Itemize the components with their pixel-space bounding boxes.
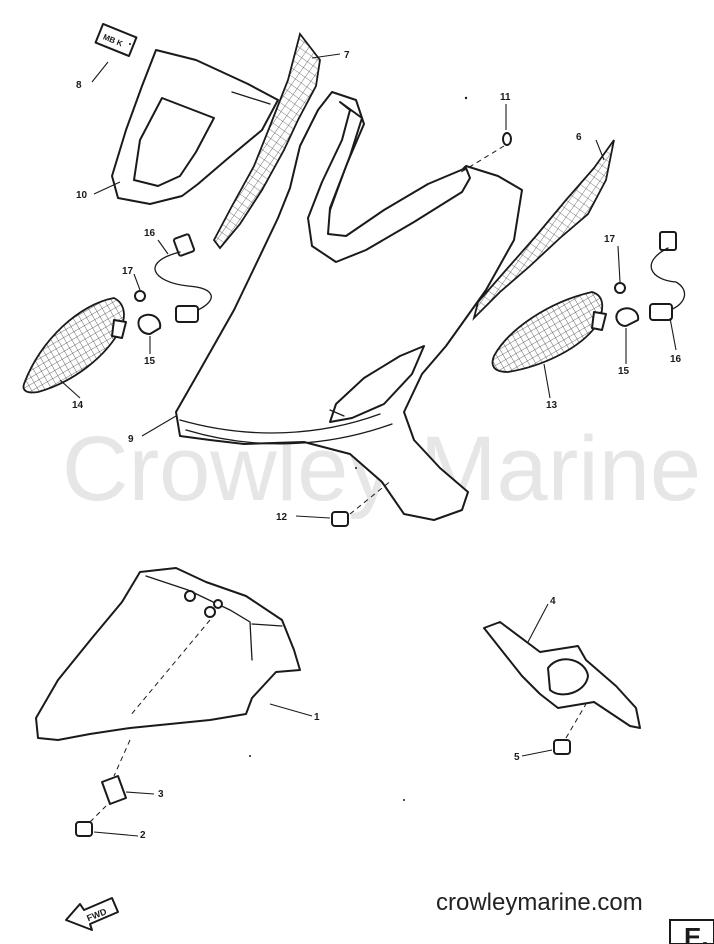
fwd-arrow: FWD [65, 897, 119, 931]
part-11-grommet [457, 132, 512, 175]
callout-8: 8 [76, 80, 82, 91]
part-15-bulb-right [615, 307, 640, 327]
leader-lines [59, 53, 677, 837]
page-tag-text: E. [684, 922, 709, 944]
page-tag: E. [669, 919, 714, 944]
part-2-bolt [75, 805, 107, 837]
part-12-bolt [331, 479, 393, 527]
callout-15-right: 15 [618, 366, 630, 377]
part-8-label: MB K [94, 22, 138, 58]
callout-15-left: 15 [144, 356, 156, 367]
callout-10: 10 [76, 190, 88, 201]
callout-11: 11 [500, 92, 511, 103]
part-16-harness-right [649, 231, 686, 321]
callout-17-right: 17 [604, 234, 616, 245]
callout-3: 3 [158, 789, 164, 800]
part-16-harness-left [154, 233, 212, 323]
part-1-front-fender [35, 567, 301, 741]
callout-16-left: 16 [144, 228, 156, 239]
callout-5: 5 [514, 752, 520, 763]
site-url: crowleymarine.com [436, 889, 643, 916]
part-7-side-cover [212, 31, 321, 250]
part-9-front-cover [175, 91, 523, 521]
part-6-side-cover [472, 139, 615, 321]
callout-13: 13 [546, 400, 558, 411]
callout-17-left: 17 [122, 266, 134, 277]
part-17-screw-left [134, 290, 146, 302]
part-3-collar [101, 739, 131, 805]
part-4-bracket [483, 621, 641, 729]
callout-4: 4 [550, 596, 556, 607]
part-17-screw-right [614, 282, 626, 294]
callout-16-right: 16 [670, 354, 682, 365]
part-14-turn-signal-left [22, 297, 127, 394]
callout-6: 6 [576, 132, 582, 143]
part-13-turn-signal-right [491, 291, 607, 373]
callout-2: 2 [140, 830, 146, 841]
part-5-bolt [553, 703, 587, 755]
callout-14: 14 [72, 400, 84, 411]
callouts: 1 2 3 4 5 6 7 8 9 10 11 12 13 14 15 15 1… [72, 50, 682, 841]
part-10-upper-panel [111, 49, 279, 205]
callout-9: 9 [128, 434, 134, 445]
speckles [129, 43, 468, 801]
callout-12: 12 [276, 512, 288, 523]
callout-1: 1 [314, 712, 320, 723]
callout-7: 7 [344, 50, 350, 61]
part-15-bulb-left [137, 313, 162, 335]
